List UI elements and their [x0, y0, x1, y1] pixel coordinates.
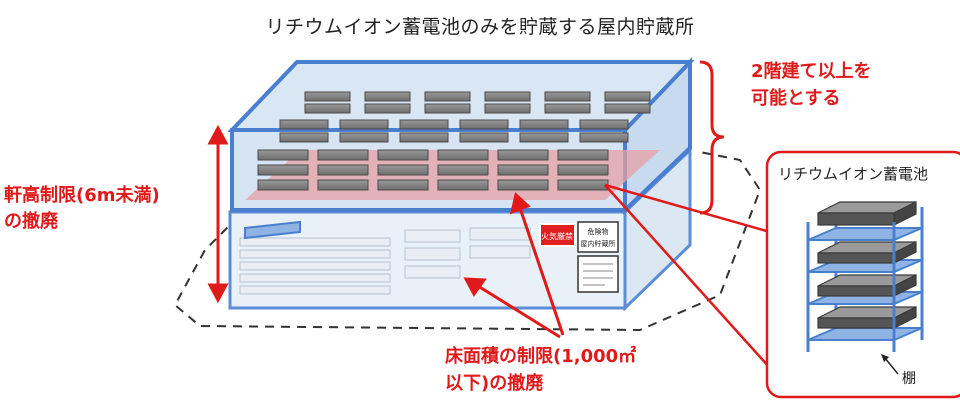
label-multi-story-1: 2階建て以上を [751, 61, 872, 82]
shelf-pointer-head [881, 354, 889, 362]
shelf-label: 棚 [902, 371, 916, 387]
fire-warning-sign [539, 223, 576, 247]
notice-board [577, 255, 619, 293]
fire-warning-sign-text: 火気厳禁 [541, 231, 573, 241]
inset-shelf-front-posts [806, 222, 896, 352]
label-eave-height-2: の撤廃 [4, 211, 58, 232]
inset-title: リチウムイオン蓄電池 [778, 165, 929, 183]
ground-floor-pallets [239, 227, 531, 295]
storage-sign-text-2: 屋内貯蔵所 [581, 239, 616, 248]
label-multi-story-2: 可能とする [751, 88, 841, 109]
zoom-callout-lines [604, 183, 771, 369]
label-floor-area-2: 以下)の撤廃 [445, 373, 544, 394]
storage-sign [577, 221, 619, 253]
inset-batteries [817, 201, 917, 329]
eave-height-arrow [207, 124, 229, 304]
upper-floor-batteries [257, 91, 651, 191]
multi-story-brace [699, 60, 725, 215]
footprint-dashed-outline [173, 151, 762, 332]
label-eave-height-1: 軒高制限(6m未満) [4, 185, 160, 206]
notice-board-lines [583, 263, 613, 286]
floor-area-arrows [463, 192, 565, 339]
shelf-pointer-line [884, 357, 899, 375]
label-floor-area-1: 床面積の制限(1,000㎡ [445, 346, 637, 367]
storage-sign-text-1: 危険物 [588, 227, 609, 236]
ground-floor-panel [244, 220, 301, 240]
page-title: リチウムイオン蓄電池のみを貯蔵する屋内貯蔵所 [265, 16, 695, 38]
